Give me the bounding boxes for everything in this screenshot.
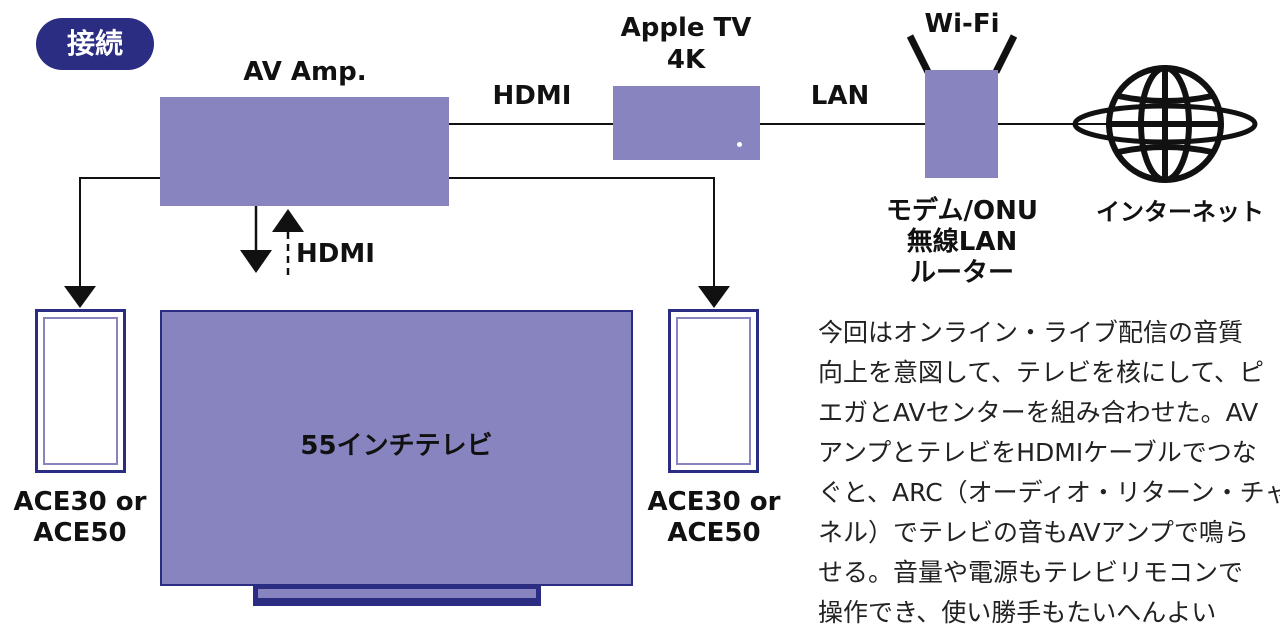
- tv-screen: [160, 310, 633, 586]
- speaker-cable-right: [449, 177, 715, 290]
- speaker-right-label-line2: ACE50: [667, 518, 761, 548]
- lan-label: LAN: [810, 81, 870, 111]
- description-line: せる。音量や電源もテレビリモコンで: [818, 558, 1244, 587]
- description-line: 向上を意図して、テレビを核にして、ピ: [818, 358, 1265, 387]
- wifi-label: Wi-Fi: [924, 9, 1000, 39]
- tv-label: 55インチテレビ: [300, 431, 493, 461]
- apple-tv-label-line2: 4K: [666, 45, 706, 75]
- arrow-up-to-amp: [272, 209, 304, 232]
- description-line: ネル）でテレビの音もAVアンプで鳴ら: [818, 518, 1249, 547]
- speaker-right: [668, 309, 759, 473]
- description-line: 操作でき、使い勝手もたいへんよい: [818, 598, 1217, 627]
- hdmi-label-top: HDMI: [492, 81, 572, 111]
- hdmi-label-amp-tv: HDMI: [296, 239, 375, 269]
- description-text: 今回はオンライン・ライブ配信の音質 向上を意図して、テレビを核にして、ピ エガと…: [818, 313, 1280, 633]
- globe-icon: [1072, 65, 1258, 183]
- apple-tv-label-line1: Apple TV: [620, 13, 752, 43]
- speaker-cable-left: [79, 177, 160, 290]
- av-amp-label: AV Amp.: [243, 57, 367, 87]
- antenna-right: [992, 34, 1018, 74]
- arrow-down-to-tv: [240, 250, 272, 273]
- router-label-line2: 無線LAN: [906, 227, 1018, 257]
- speaker-left-label-line2: ACE50: [33, 518, 127, 548]
- description-line: 今回はオンライン・ライブ配信の音質: [818, 318, 1244, 347]
- apple-tv-box: [613, 86, 760, 160]
- apple-tv-status-light: [737, 142, 742, 147]
- arrow-to-right-speaker: [698, 286, 730, 308]
- speaker-right-label-line1: ACE30 or: [647, 487, 781, 517]
- description-line: ぐと、ARC（オーディオ・リターン・チャン: [818, 478, 1280, 507]
- arrow-to-left-speaker: [64, 286, 96, 308]
- router-label-line3: ルーター: [909, 258, 1014, 288]
- av-amp-box: [160, 97, 449, 206]
- router-label-line1: モデム/ONU: [886, 196, 1038, 226]
- router-box: [925, 70, 998, 178]
- internet-label: インターネット: [1096, 198, 1264, 226]
- tv-stand: [253, 586, 541, 606]
- description-line: アンプとテレビをHDMIケーブルでつな: [818, 438, 1257, 467]
- speaker-left-label-line1: ACE30 or: [13, 487, 147, 517]
- description-line: エガとAVセンターを組み合わせた。AV: [818, 398, 1259, 427]
- section-badge: 接続: [36, 18, 154, 70]
- antenna-left: [906, 34, 932, 74]
- speaker-left: [35, 309, 126, 473]
